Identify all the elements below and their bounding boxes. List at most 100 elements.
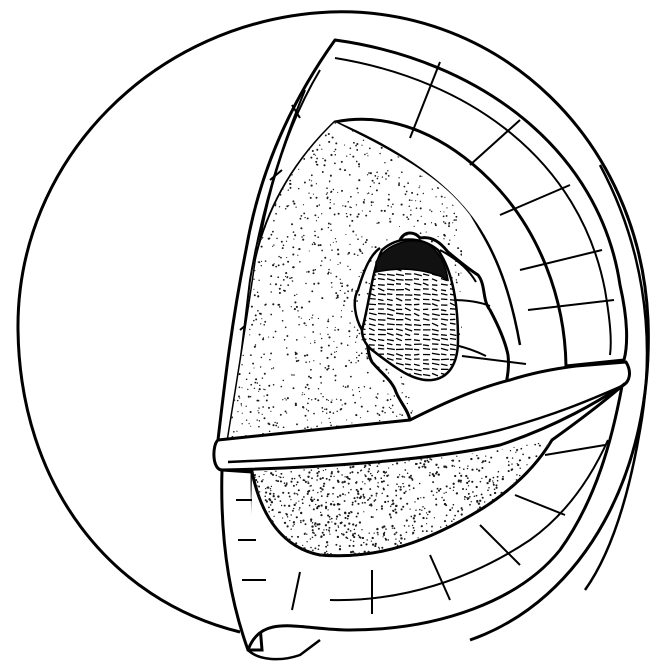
stipple-dot (494, 310, 495, 311)
stipple-dot (394, 395, 395, 396)
stipple-dot (344, 481, 346, 483)
stipple-dot (323, 529, 324, 530)
stipple-dot (330, 223, 332, 225)
stipple-dot (341, 285, 343, 287)
stipple-dot (264, 157, 265, 158)
stipple-dot (349, 478, 351, 480)
stipple-dot (423, 497, 425, 499)
stipple-dot (288, 189, 289, 190)
stipple-dot (344, 292, 346, 294)
stipple-dot (301, 236, 303, 238)
stipple-dot (292, 200, 294, 202)
stipple-dot (394, 141, 396, 143)
core-hatch-mark (423, 369, 429, 370)
stipple-dot (320, 487, 322, 489)
stipple-dot (323, 470, 324, 471)
stipple-dot (225, 334, 226, 335)
stipple-dot (433, 475, 435, 477)
stipple-dot (446, 394, 448, 396)
stipple-dot (345, 365, 347, 367)
stipple-dot (346, 297, 348, 299)
stipple-dot (261, 480, 263, 482)
stipple-dot (428, 163, 429, 164)
stipple-dot (280, 500, 282, 502)
stipple-dot (255, 378, 257, 380)
stipple-dot (430, 148, 431, 149)
stipple-dot (482, 497, 484, 499)
stipple-dot (363, 202, 365, 204)
stipple-dot (306, 541, 307, 542)
stipple-dot (270, 504, 272, 506)
stipple-dot (364, 465, 366, 467)
stipple-dot (296, 294, 297, 295)
stipple-dot (453, 219, 455, 221)
stipple-dot (340, 290, 341, 291)
stipple-dot (275, 120, 276, 121)
stipple-dot (250, 153, 252, 155)
stipple-dot (375, 405, 377, 407)
stipple-dot (285, 272, 287, 274)
core-hatch-mark (378, 313, 386, 314)
stipple-dot (365, 215, 367, 217)
stipple-dot (291, 223, 293, 225)
stipple-dot (297, 536, 299, 538)
stipple-dot (250, 178, 251, 179)
stipple-dot (455, 377, 457, 379)
stipple-dot (273, 495, 275, 497)
core-hatch-mark (441, 284, 448, 285)
stipple-dot (498, 364, 499, 365)
stipple-dot (489, 315, 491, 317)
stipple-dot (478, 370, 480, 372)
stipple-dot (358, 355, 360, 357)
stipple-dot (398, 184, 400, 186)
core-hatch-mark (378, 320, 385, 321)
stipple-dot (307, 217, 309, 219)
stipple-dot (330, 202, 331, 203)
stipple-dot (250, 384, 252, 386)
stipple-dot (389, 218, 390, 219)
stipple-dot (389, 513, 391, 515)
stipple-dot (487, 212, 489, 214)
stipple-dot (238, 159, 239, 160)
stipple-dot (466, 204, 467, 205)
stipple-dot (377, 532, 379, 534)
stipple-dot (296, 493, 297, 494)
stipple-dot (293, 239, 294, 240)
stipple-dot (313, 272, 315, 274)
stipple-dot (284, 339, 286, 341)
stipple-dot (321, 488, 323, 490)
stipple-dot (461, 507, 463, 509)
core-hatch-mark (387, 304, 392, 305)
stipple-dot (363, 140, 364, 141)
stipple-dot (356, 204, 357, 205)
stipple-dot (365, 348, 366, 349)
stipple-dot (427, 514, 428, 515)
stipple-dot (312, 150, 314, 152)
stipple-dot (384, 475, 385, 476)
stipple-dot (261, 318, 262, 319)
stipple-dot (321, 338, 322, 339)
stipple-dot (467, 497, 469, 499)
stipple-dot (410, 477, 412, 479)
stipple-dot (337, 471, 339, 473)
stipple-dot (384, 138, 386, 140)
stipple-dot (420, 497, 421, 498)
stipple-dot (268, 507, 270, 509)
stipple-dot (448, 385, 450, 387)
stipple-dot (495, 484, 497, 486)
stipple-dot (293, 485, 295, 487)
stipple-dot (340, 279, 341, 280)
stipple-dot (336, 518, 337, 519)
stipple-dot (364, 386, 366, 388)
stipple-dot (233, 302, 235, 304)
stipple-dot (446, 525, 448, 527)
stipple-dot (491, 233, 493, 235)
stipple-dot (477, 217, 479, 219)
stipple-dot (503, 303, 505, 305)
stipple-dot (337, 481, 339, 483)
stipple-dot (253, 289, 254, 290)
stipple-dot (376, 172, 378, 174)
stipple-dot (371, 246, 372, 247)
stipple-dot (280, 480, 282, 482)
